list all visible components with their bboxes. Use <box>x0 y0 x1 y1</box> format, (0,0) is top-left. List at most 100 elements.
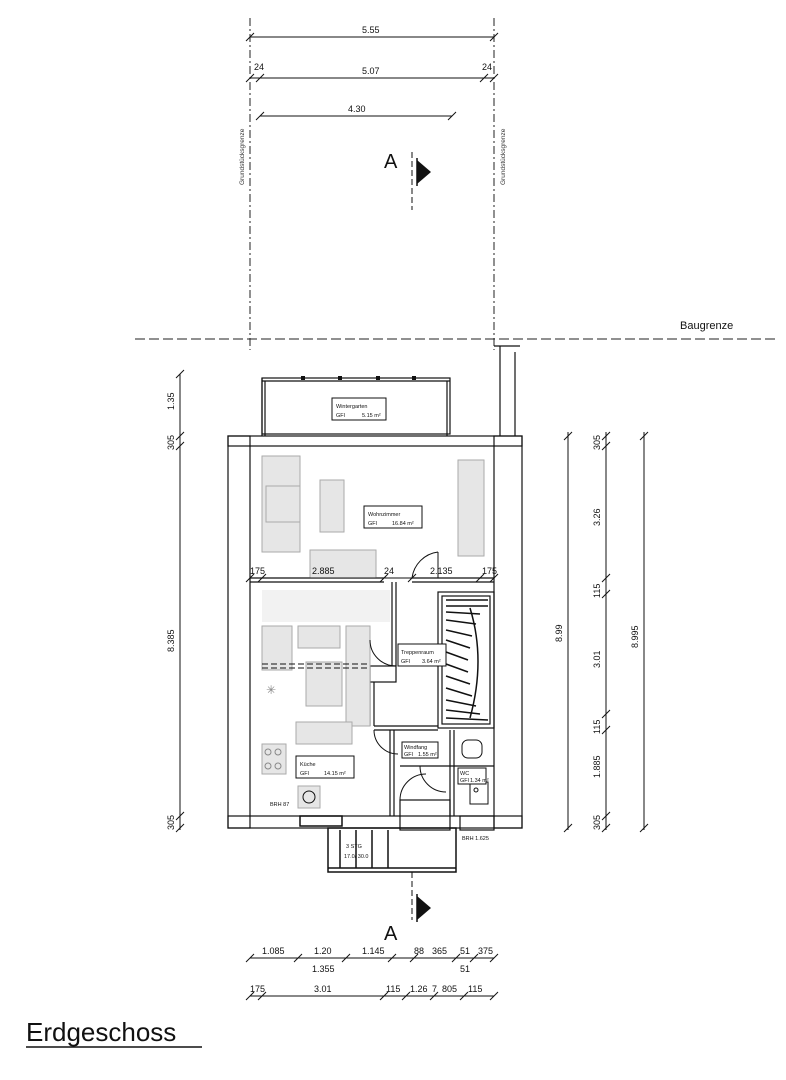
sink <box>297 785 321 809</box>
stairs-count: 3 STG <box>346 844 362 850</box>
svg-text:GFl: GFl <box>336 413 345 419</box>
dim-bottom-3: 1.145 <box>362 946 385 956</box>
sofa-left <box>261 455 301 553</box>
property-line-label-left: Grundstücksgrenze <box>239 128 246 185</box>
sideboard <box>457 459 485 557</box>
dim-bottom-1: 1.085 <box>262 946 285 956</box>
top-dimensions <box>245 32 499 121</box>
brh-right-note: BRH 1.625 <box>462 836 489 842</box>
dim-right-2: 3.26 <box>592 508 602 526</box>
dim-left-2: 305 <box>166 435 176 450</box>
dim-bottom-row2-1: 175 <box>250 984 265 994</box>
section-label-bottom: A <box>384 923 398 945</box>
svg-text:GFl: GFl <box>460 778 469 784</box>
dim-right-total-1: 8.99 <box>554 624 564 642</box>
stove-burners <box>264 748 282 770</box>
property-boundaries <box>249 18 495 350</box>
entrance-steps <box>299 815 457 873</box>
svg-text:Küche: Küche <box>300 762 316 768</box>
dim-mid-2: 2.885 <box>312 566 335 576</box>
room-label-treppenraum: Treppenraum GFl 3.64 m² <box>397 643 447 667</box>
dim-bottom-row2-4: 1.26 <box>410 984 428 994</box>
dim-mid-1: 175 <box>250 566 265 576</box>
dim-bottom-6: 51 <box>460 946 470 956</box>
dim-right-3: 115 <box>592 584 602 598</box>
dim-right-5: 115 <box>592 720 602 734</box>
dim-mid-3: 24 <box>384 566 394 576</box>
furniture <box>261 455 485 809</box>
room-label-wohnzimmer: Wohnzimmer GFl 16.84 m² <box>363 505 423 529</box>
room-label-windfang: Windfang GFl 1.55 m² <box>401 741 439 759</box>
right-dimensions <box>563 431 649 833</box>
dim-bottom-sum-1: 1.355 <box>312 964 335 974</box>
room-label-wintergarten: Wintergarten GFl 5.15 m² <box>331 397 387 421</box>
svg-text:GFl: GFl <box>300 771 309 777</box>
svg-text:GFl: GFl <box>404 752 413 758</box>
dim-left-3: 8.385 <box>166 629 176 652</box>
dim-right-4: 3.01 <box>592 650 602 668</box>
building-walls <box>227 345 523 831</box>
svg-text:1.55 m²: 1.55 m² <box>418 752 437 758</box>
dim-bottom-row2-7: 115 <box>468 984 482 994</box>
room-label-wc: WC GFl 1.34 m² <box>457 767 489 785</box>
dim-bottom-4: 88 <box>414 946 424 956</box>
dim-bottom-7: 375 <box>478 946 493 956</box>
dim-right-wall: 24 <box>482 62 492 72</box>
sofa-bottom <box>309 549 377 579</box>
doors <box>369 551 447 801</box>
svg-text:1.34 m²: 1.34 m² <box>470 778 489 784</box>
dining-table <box>305 661 343 707</box>
dim-bottom-row2-6: 805 <box>442 984 457 994</box>
dim-wintergarten-width: 4.30 <box>348 104 366 114</box>
dim-left-1: 1.35 <box>166 392 176 410</box>
svg-text:GFl: GFl <box>368 521 377 527</box>
bottom-dimensions <box>245 953 499 1001</box>
wintergarten-posts <box>301 376 416 380</box>
svg-text:Treppenraum: Treppenraum <box>401 650 434 656</box>
svg-text:Wintergarten: Wintergarten <box>336 404 368 410</box>
brh-left-note: BRH 87 <box>270 802 289 808</box>
svg-text:3.64 m²: 3.64 m² <box>422 659 441 665</box>
dim-right-7: 305 <box>592 815 602 830</box>
dim-bottom-row2-3: 115 <box>386 984 400 994</box>
dim-mid-4: 2.135 <box>430 566 453 576</box>
dim-mid-5: 175 <box>482 566 497 576</box>
left-dimensions <box>175 369 185 833</box>
dim-right-6: 1.885 <box>592 755 602 778</box>
svg-text:GFl: GFl <box>401 659 410 665</box>
svg-text:Windfang: Windfang <box>404 745 427 751</box>
dim-bottom-5: 365 <box>432 946 447 956</box>
dim-bottom-row2-2: 3.01 <box>314 984 332 994</box>
fan-icon: ✳ <box>266 683 276 697</box>
section-label-top: A <box>384 151 398 173</box>
section-marker-top: A <box>384 151 431 210</box>
kitchen-counter <box>261 625 293 671</box>
baugrenze-label: Baugrenze <box>680 320 733 332</box>
dim-overall-width: 5.55 <box>362 25 380 35</box>
dim-bottom-sum-2: 51 <box>460 964 470 974</box>
drawing-title: Erdgeschoss <box>26 1017 176 1047</box>
coffee-table <box>319 479 345 533</box>
svg-text:Wohnzimmer: Wohnzimmer <box>368 512 400 518</box>
dim-bottom-row2-5: 7 <box>432 984 437 994</box>
stove <box>261 743 287 775</box>
svg-text:5.15 m²: 5.15 m² <box>362 413 381 419</box>
wc-fixtures <box>302 739 489 805</box>
property-line-label-right: Grundstücksgrenze <box>500 128 507 185</box>
dim-left-wall: 24 <box>254 62 264 72</box>
dim-inner-width: 5.07 <box>362 66 380 76</box>
stairs-ratio: 17.0/ 30.0 <box>344 854 368 860</box>
dim-right-total-2: 8.995 <box>630 625 640 648</box>
middle-dimensions <box>245 573 499 583</box>
svg-text:WC: WC <box>460 771 469 777</box>
room-label-kueche: Küche GFl 14.15 m² <box>295 755 355 779</box>
dim-left-4: 305 <box>166 815 176 830</box>
dim-right-1: 305 <box>592 435 602 450</box>
svg-text:16.84 m²: 16.84 m² <box>392 521 414 527</box>
svg-text:14.15 m²: 14.15 m² <box>324 771 346 777</box>
kitchen-island <box>345 625 371 727</box>
dim-bottom-2: 1.20 <box>314 946 332 956</box>
staircase <box>445 599 489 721</box>
section-marker-bottom: A <box>384 872 431 945</box>
